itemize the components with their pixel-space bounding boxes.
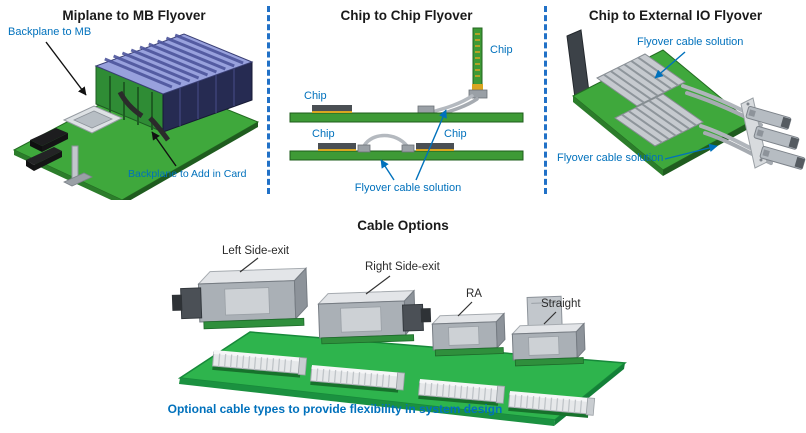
transceiver-module-1 xyxy=(745,105,792,130)
label-chip-vertical-card: Chip xyxy=(490,44,513,56)
panel-title-chip-to-external-io: Chip to External IO Flyover xyxy=(588,8,763,23)
chip-to-external-io-illustration xyxy=(566,29,806,176)
metal-bracket xyxy=(63,145,93,187)
heatsink-cluster-1 xyxy=(596,53,686,107)
module-straight xyxy=(511,295,586,367)
cable-options-title: Cable Options xyxy=(357,218,449,233)
arrow-flyover-loop-cable xyxy=(380,159,395,181)
label-left-side-exit: Left Side-exit xyxy=(222,245,290,257)
label-chip-upper-board: Chip xyxy=(304,90,327,102)
label-chip-lower-right: Chip xyxy=(444,128,467,140)
card-bracket xyxy=(566,29,590,99)
module-right-side-exit xyxy=(317,289,432,345)
label-backplane-to-mb: Backplane to MB xyxy=(8,26,92,38)
upper-board xyxy=(289,105,524,123)
cpu-socket xyxy=(62,105,124,134)
board-connector-strip-3 xyxy=(418,379,506,406)
leader-straight xyxy=(543,311,557,325)
arrow-backplane-to-add-in-card xyxy=(151,131,177,167)
label-chip-lower-left: Chip xyxy=(312,128,335,140)
flyover-cable-loop xyxy=(362,133,409,148)
label-flyover-cable-solution-top: Flyover cable solution xyxy=(637,36,744,48)
board-connector-strip-1 xyxy=(212,350,308,378)
board-connector-strip-4 xyxy=(508,391,596,418)
panel-title-midplane: Miplane to MB Flyover xyxy=(62,8,206,23)
transceiver-module-2 xyxy=(753,125,800,150)
label-flyover-cable-solution: Flyover cable solution xyxy=(354,182,462,194)
label-ra: RA xyxy=(466,288,482,300)
chip-to-chip-illustration xyxy=(289,27,524,181)
panel-divider-2 xyxy=(544,6,547,194)
panel-divider-1 xyxy=(267,6,270,194)
lower-board xyxy=(289,133,524,161)
vertical-card xyxy=(468,27,488,99)
module-ra xyxy=(431,312,506,357)
backplane-chassis xyxy=(94,33,254,133)
label-straight: Straight xyxy=(541,298,581,310)
leader-ra xyxy=(457,301,473,317)
midplane-illustration xyxy=(12,33,260,200)
heatsink-cluster-2 xyxy=(614,93,704,147)
module-left-side-exit xyxy=(171,267,308,330)
cable-options-caption: Optional cable types to provide flexibil… xyxy=(167,402,503,416)
arrow-flyover-bottom xyxy=(664,143,718,160)
section-cable-options: Cable Options Left Side-exit Right Side-… xyxy=(0,200,806,433)
label-flyover-cable-solution-bottom: Flyover cable solution xyxy=(557,152,664,164)
board-connector-strip-2 xyxy=(310,365,406,393)
arrow-flyover-top xyxy=(654,51,686,79)
label-right-side-exit: Right Side-exit xyxy=(365,261,440,273)
leader-left-side-exit xyxy=(239,257,259,273)
panel-title-chip-to-chip: Chip to Chip Flyover xyxy=(340,8,473,23)
transceiver-module-3 xyxy=(759,145,806,170)
board-connectors xyxy=(26,90,171,171)
arrow-flyover-top-cable xyxy=(415,109,447,181)
label-backplane-to-add-in-card: Backplane to Add in Card xyxy=(128,168,247,180)
panel-midplane: Miplane to MB Flyover Backplane to MB Ba… xyxy=(0,0,268,200)
panel-chip-to-external-io: Chip to External IO Flyover Flyover cabl… xyxy=(545,0,806,200)
panel-chip-to-chip: Chip to Chip Flyover Chip Chip Chip Chip… xyxy=(268,0,545,200)
leader-right-side-exit xyxy=(365,275,391,295)
arrow-backplane-to-mb xyxy=(45,41,87,96)
cable-options-illustration xyxy=(171,257,627,426)
